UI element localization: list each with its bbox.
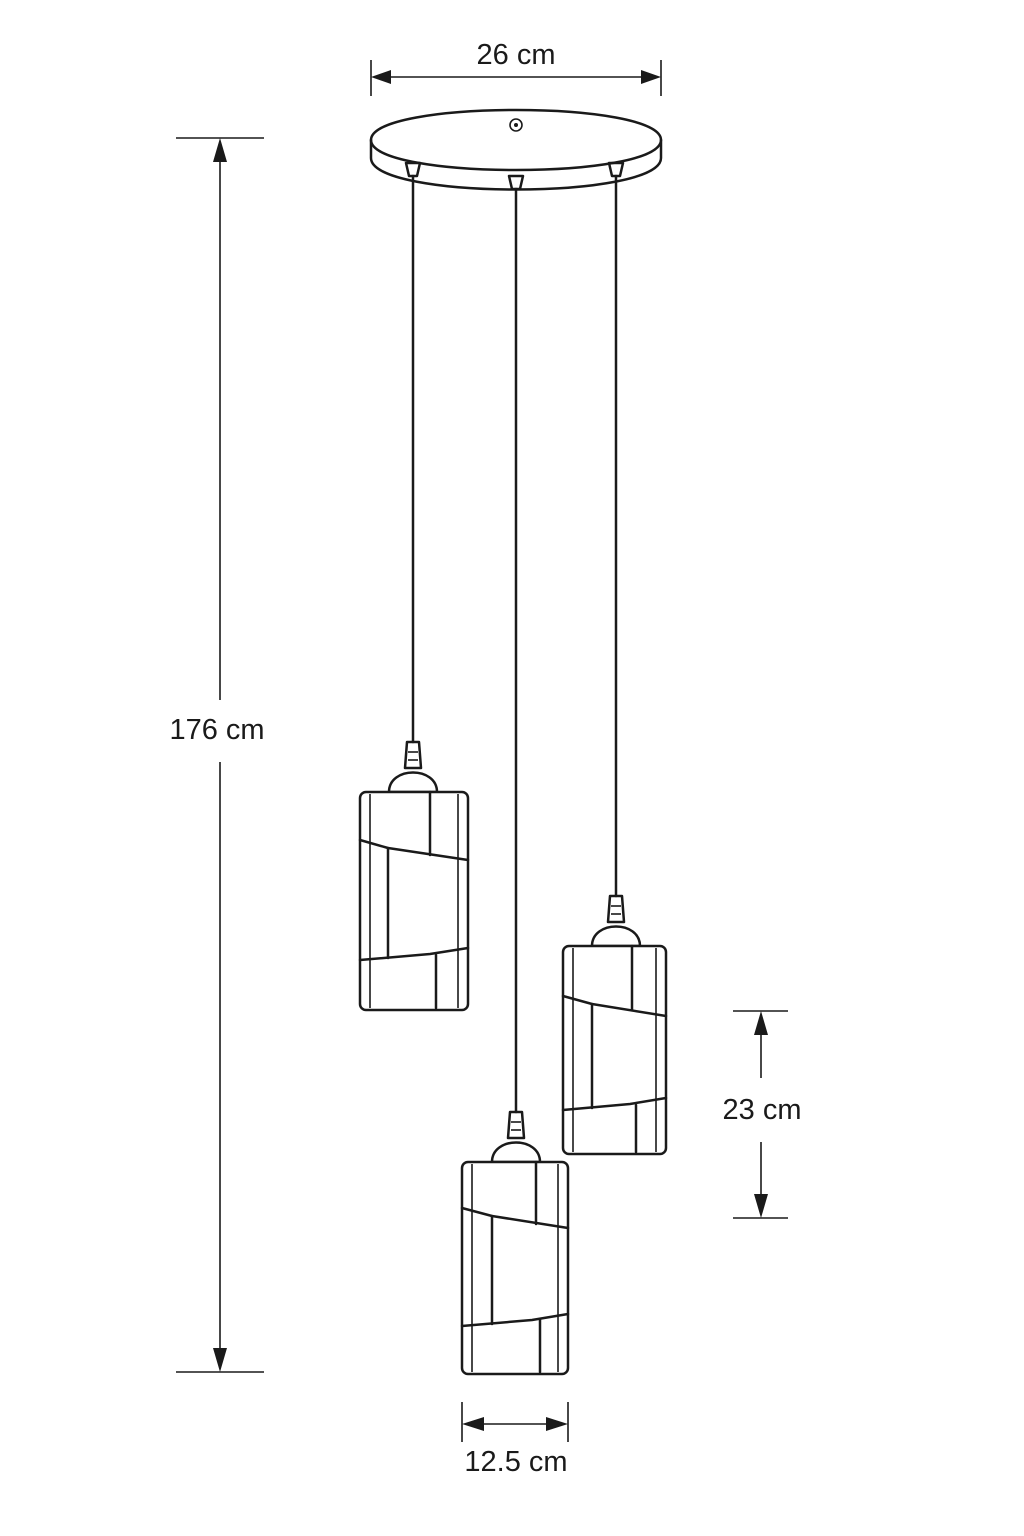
shade-height-dimension: 23 cm	[723, 1010, 802, 1219]
ceiling-canopy	[369, 108, 663, 191]
cable-grip-right	[607, 161, 625, 178]
total-height-dimension: 176 cm	[169, 137, 265, 1373]
canopy-width-label: 26 cm	[477, 39, 556, 71]
cable-grip-left	[404, 161, 422, 178]
pendant-right	[561, 894, 668, 1156]
arrowhead-down	[754, 1194, 768, 1218]
shade-diameter-dimension: 12.5 cm	[461, 1402, 569, 1478]
arrowhead-left	[371, 70, 391, 84]
shade-diameter-label: 12.5 cm	[464, 1446, 567, 1478]
canopy-width-dimension: 26 cm	[370, 39, 662, 96]
pendant-center	[460, 1110, 570, 1376]
arrowhead-bottom	[213, 1348, 227, 1372]
pendant-left	[358, 740, 470, 1012]
mounting-screw-icon	[509, 118, 523, 132]
total-height-label: 176 cm	[169, 714, 264, 746]
arrowhead-top	[213, 138, 227, 162]
arrowhead-up	[754, 1011, 768, 1035]
arrowhead-right	[641, 70, 661, 84]
cable-grip-center	[507, 174, 525, 191]
arrowhead-right-small	[546, 1417, 568, 1431]
cables	[411, 174, 618, 1114]
arrowhead-left-small	[462, 1417, 484, 1431]
shade-height-label: 23 cm	[723, 1094, 802, 1126]
